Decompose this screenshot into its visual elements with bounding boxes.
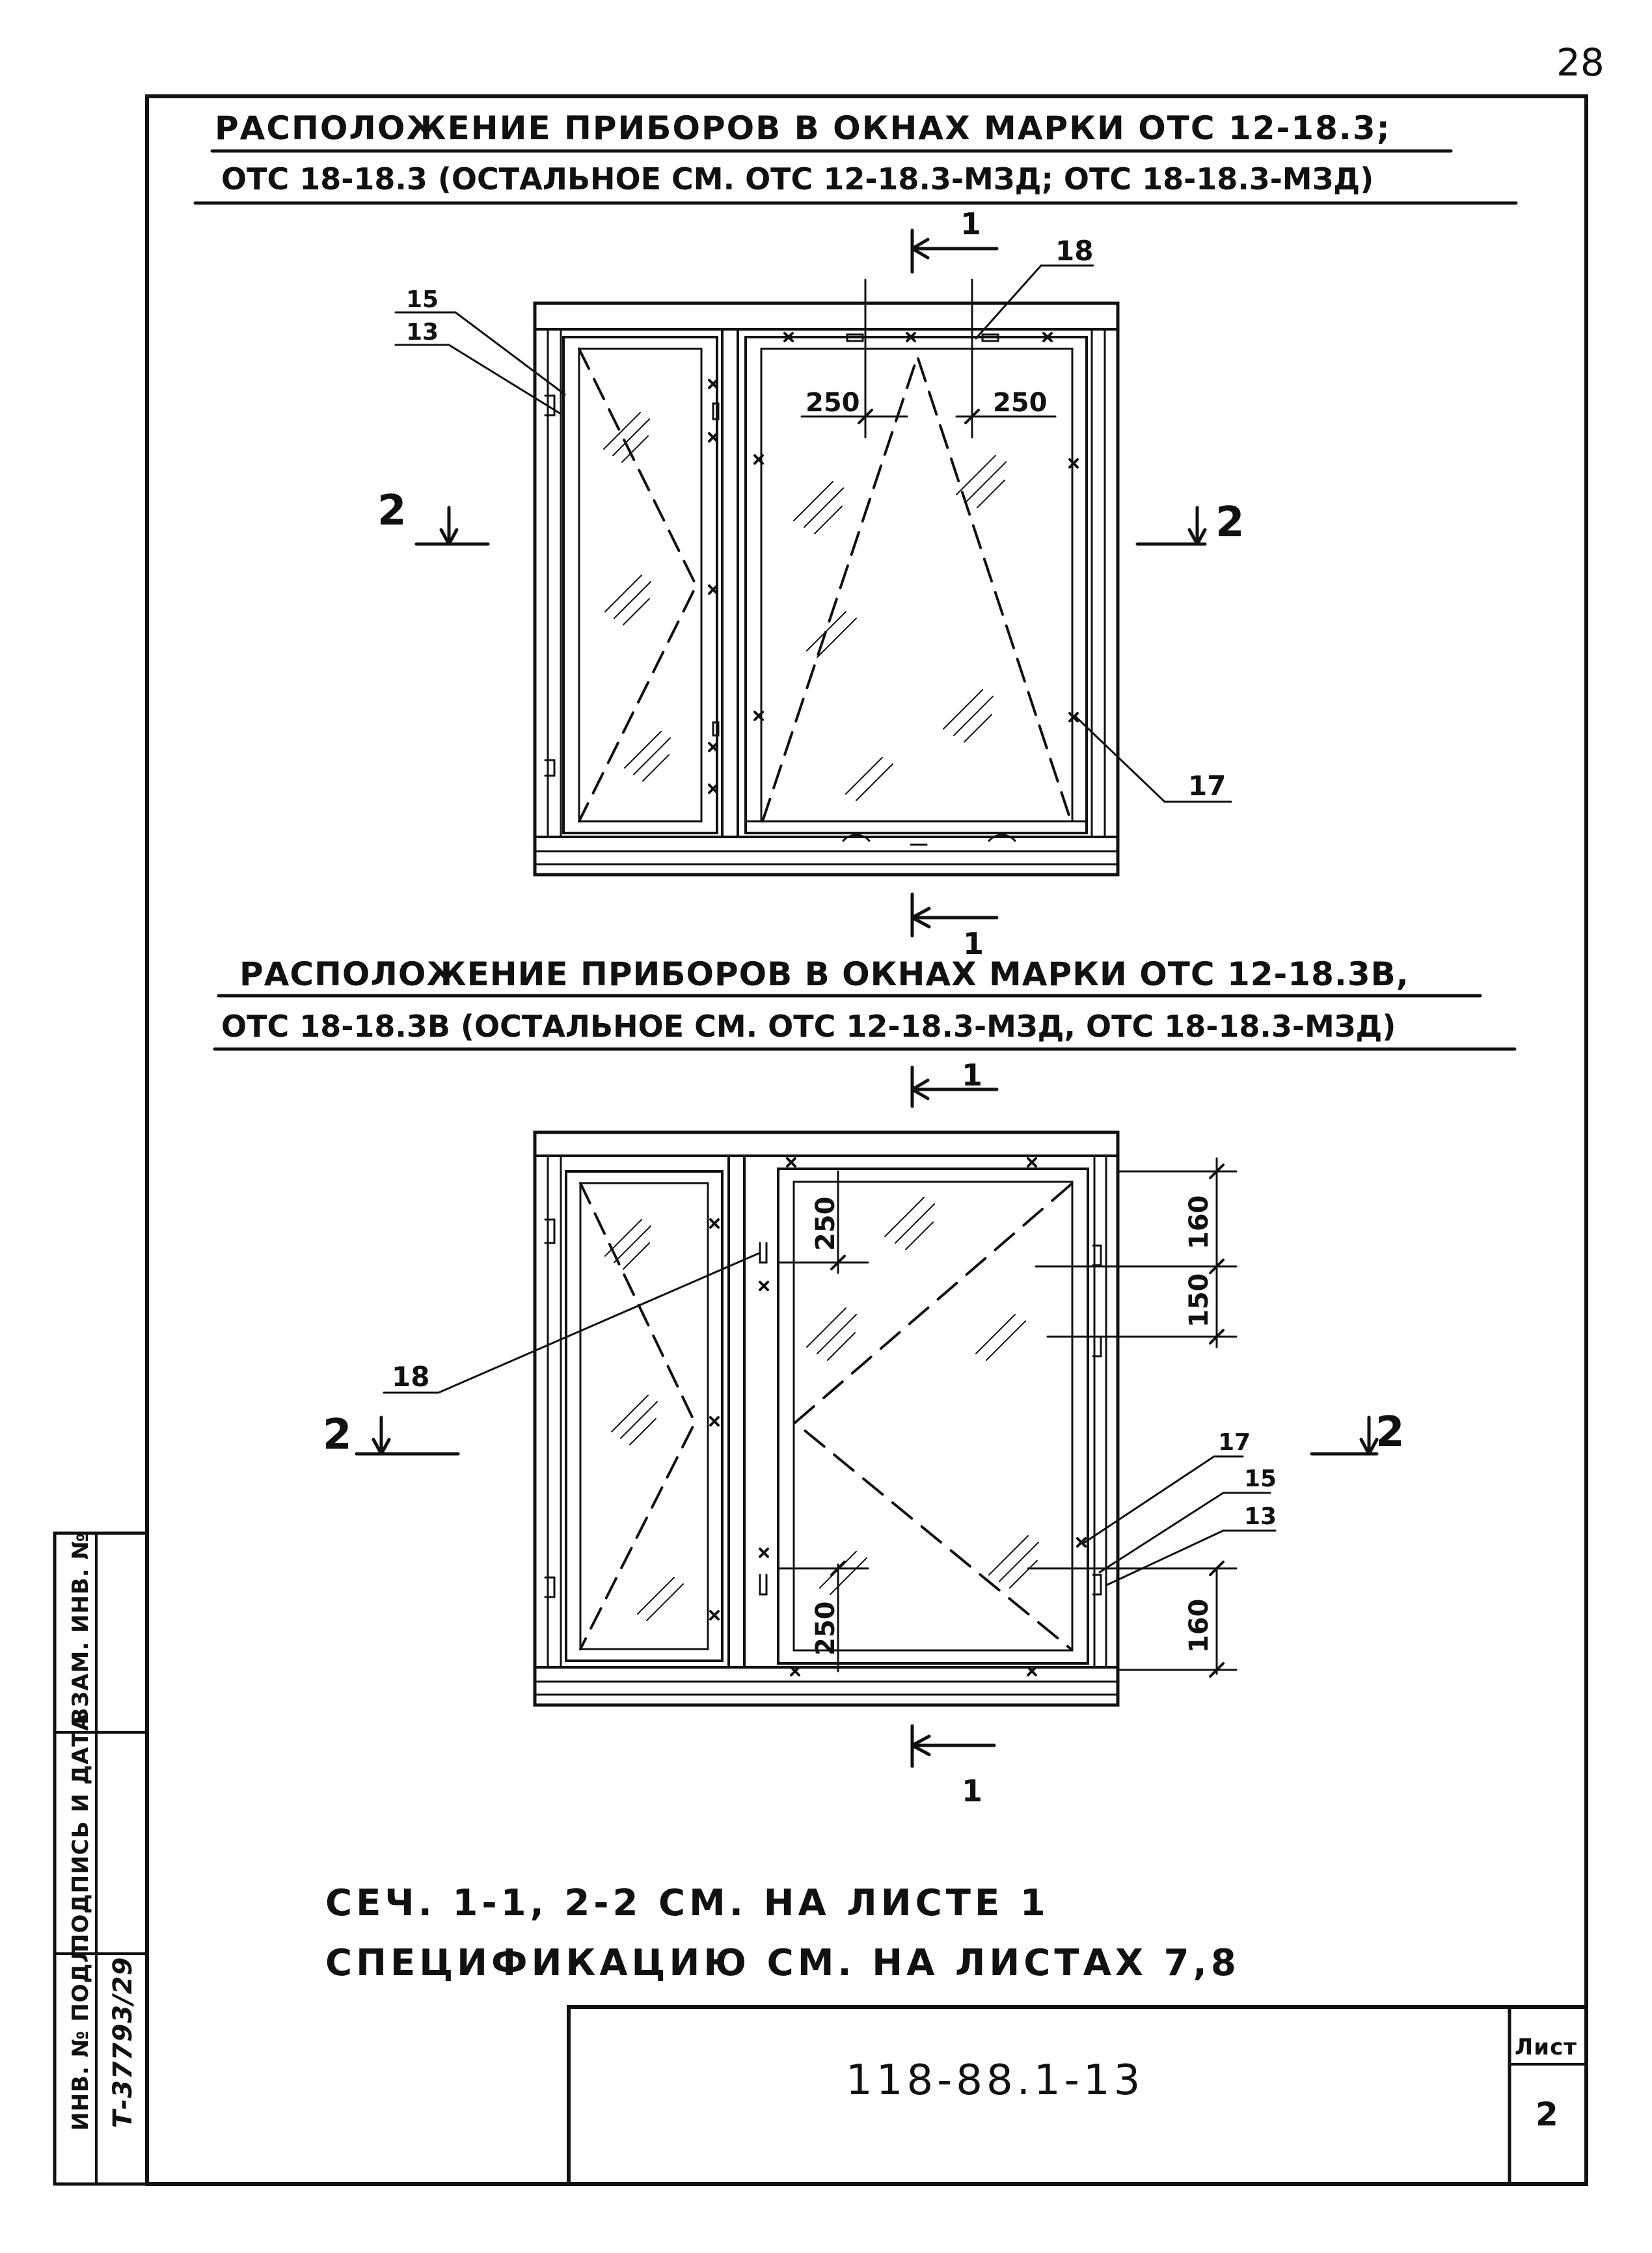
- d2-cut-right: 2: [1375, 1408, 1405, 1456]
- page-number: 28: [1556, 40, 1605, 85]
- d1-cut-right: 2: [1215, 498, 1245, 547]
- d2-dim-bottom: 250: [811, 1602, 841, 1656]
- d2-callout-18: 18: [392, 1361, 429, 1393]
- window-drawing-2: [355, 1065, 1379, 1768]
- d2-dim-right-2: 150: [1184, 1274, 1214, 1328]
- d2-callout-15: 15: [1244, 1466, 1277, 1492]
- sheet-number: 2: [1536, 2096, 1560, 2133]
- d2-dim-top: 250: [811, 1197, 841, 1251]
- d1-callout-18: 18: [1055, 235, 1093, 267]
- section1-title-line2: ОТС 18-18.3 (остальное см. ОТС 12-18.3-М…: [221, 161, 1374, 197]
- note-specification: Спецификацию см. на листах 7,8: [325, 1942, 1240, 1984]
- d2-dim-right-1: 160: [1184, 1195, 1214, 1250]
- d1-callout-15: 15: [406, 286, 439, 313]
- d2-cut-bottom: 1: [962, 1773, 982, 1809]
- document-code: 118-88.1-13: [846, 2056, 1144, 2105]
- sheet-label: Лист: [1515, 2034, 1577, 2060]
- d2-dim-right-3: 160: [1184, 1599, 1214, 1654]
- title-block: [567, 2005, 1588, 2186]
- window-drawing-1: [394, 228, 1232, 938]
- d2-cut-left: 2: [323, 1411, 352, 1459]
- d1-callout-17: 17: [1188, 770, 1226, 802]
- d1-dim-right: 250: [993, 388, 1048, 418]
- note-sections: Сеч. 1-1, 2-2 см. на листе 1: [325, 1882, 1049, 1924]
- sheet-frame: [145, 94, 1588, 2186]
- d2-callout-13: 13: [1244, 1503, 1277, 1530]
- side-stamp: [53, 1531, 149, 2186]
- d1-cut-top: 1: [960, 206, 981, 241]
- section2-title-line2: ОТС 18-18.3В (остальное см. ОТС 12-18.3-…: [221, 1009, 1396, 1044]
- d1-callout-13: 13: [406, 319, 439, 346]
- d1-cut-bottom: 1: [963, 926, 984, 961]
- d1-cut-left: 2: [377, 487, 407, 535]
- d2-cut-top: 1: [962, 1058, 982, 1093]
- d2-callout-17: 17: [1218, 1429, 1251, 1456]
- section2-title-line1: Расположение приборов в окнах марки ОТС …: [239, 955, 1409, 993]
- section1-title-line1: Расположение приборов в окнах марки ОТС …: [215, 109, 1391, 147]
- d1-dim-left: 250: [806, 388, 860, 418]
